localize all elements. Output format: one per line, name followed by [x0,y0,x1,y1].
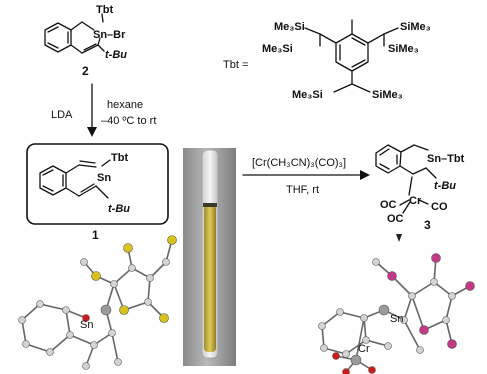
step2-conditions: THF, rt [286,184,319,196]
step2-arrow [242,170,370,180]
tbt-structure [304,19,399,93]
compound-1-sn-label: Sn [97,172,111,184]
step1-conditions: –40 ºC to rt [101,115,156,127]
tbt-tms-bottom-left: Me₃Si [292,89,323,101]
compound-2-tbt-label: Tbt [96,4,113,16]
xray-1-sn-label: Sn [80,319,93,331]
tbt-tms-mid-left: Me₃Si [262,43,293,55]
compound-2-number: 2 [82,64,89,78]
tbt-tms-mid-right: SiMe₃ [388,43,419,55]
step1-arrow [87,83,97,137]
compound-2-structure [44,13,105,54]
compound-3-co-left: OC [380,199,397,211]
compound-2-sn-br-label: Sn–Br [93,29,126,41]
compound-3-sn-tbt-label: Sn–Tbt [427,153,465,165]
xray-3-sn-label: Sn [390,313,403,325]
compound-3-tbu-label: t-Bu [434,180,456,192]
xray-structure-1 [18,235,177,370]
tbt-tms-bottom-right: SiMe₃ [372,89,403,101]
tbt-definition-lhs: Tbt = [223,59,248,71]
compound-1-number: 1 [92,228,99,242]
compound-3-structure [375,144,437,214]
step1-solvent: hexane [107,99,143,111]
compound-3-co-right: CO [431,201,448,213]
xray-3-cr-label: Cr [358,343,370,355]
step2-reagent: [Cr(CH₃CN)₃(CO)₃] [252,157,346,169]
compound-1-structure [39,159,111,199]
compound-1-tbu-label: t-Bu [108,203,130,215]
vial-photo [183,148,236,366]
compound-2-tbu-label: t-Bu [105,49,127,61]
xray-structure-3 [318,234,475,374]
compound-1-box [26,143,169,225]
compound-3-number: 3 [424,218,431,232]
compound-3-cr-label: Cr [409,195,422,207]
compound-1-tbt-label: Tbt [111,152,128,164]
step1-reagent: LDA [51,109,73,121]
compound-3-co-bottom: OC [387,213,404,225]
tbt-tms-top-left: Me₃Si [274,21,305,33]
tbt-tms-top-right: SiMe₃ [400,21,431,33]
